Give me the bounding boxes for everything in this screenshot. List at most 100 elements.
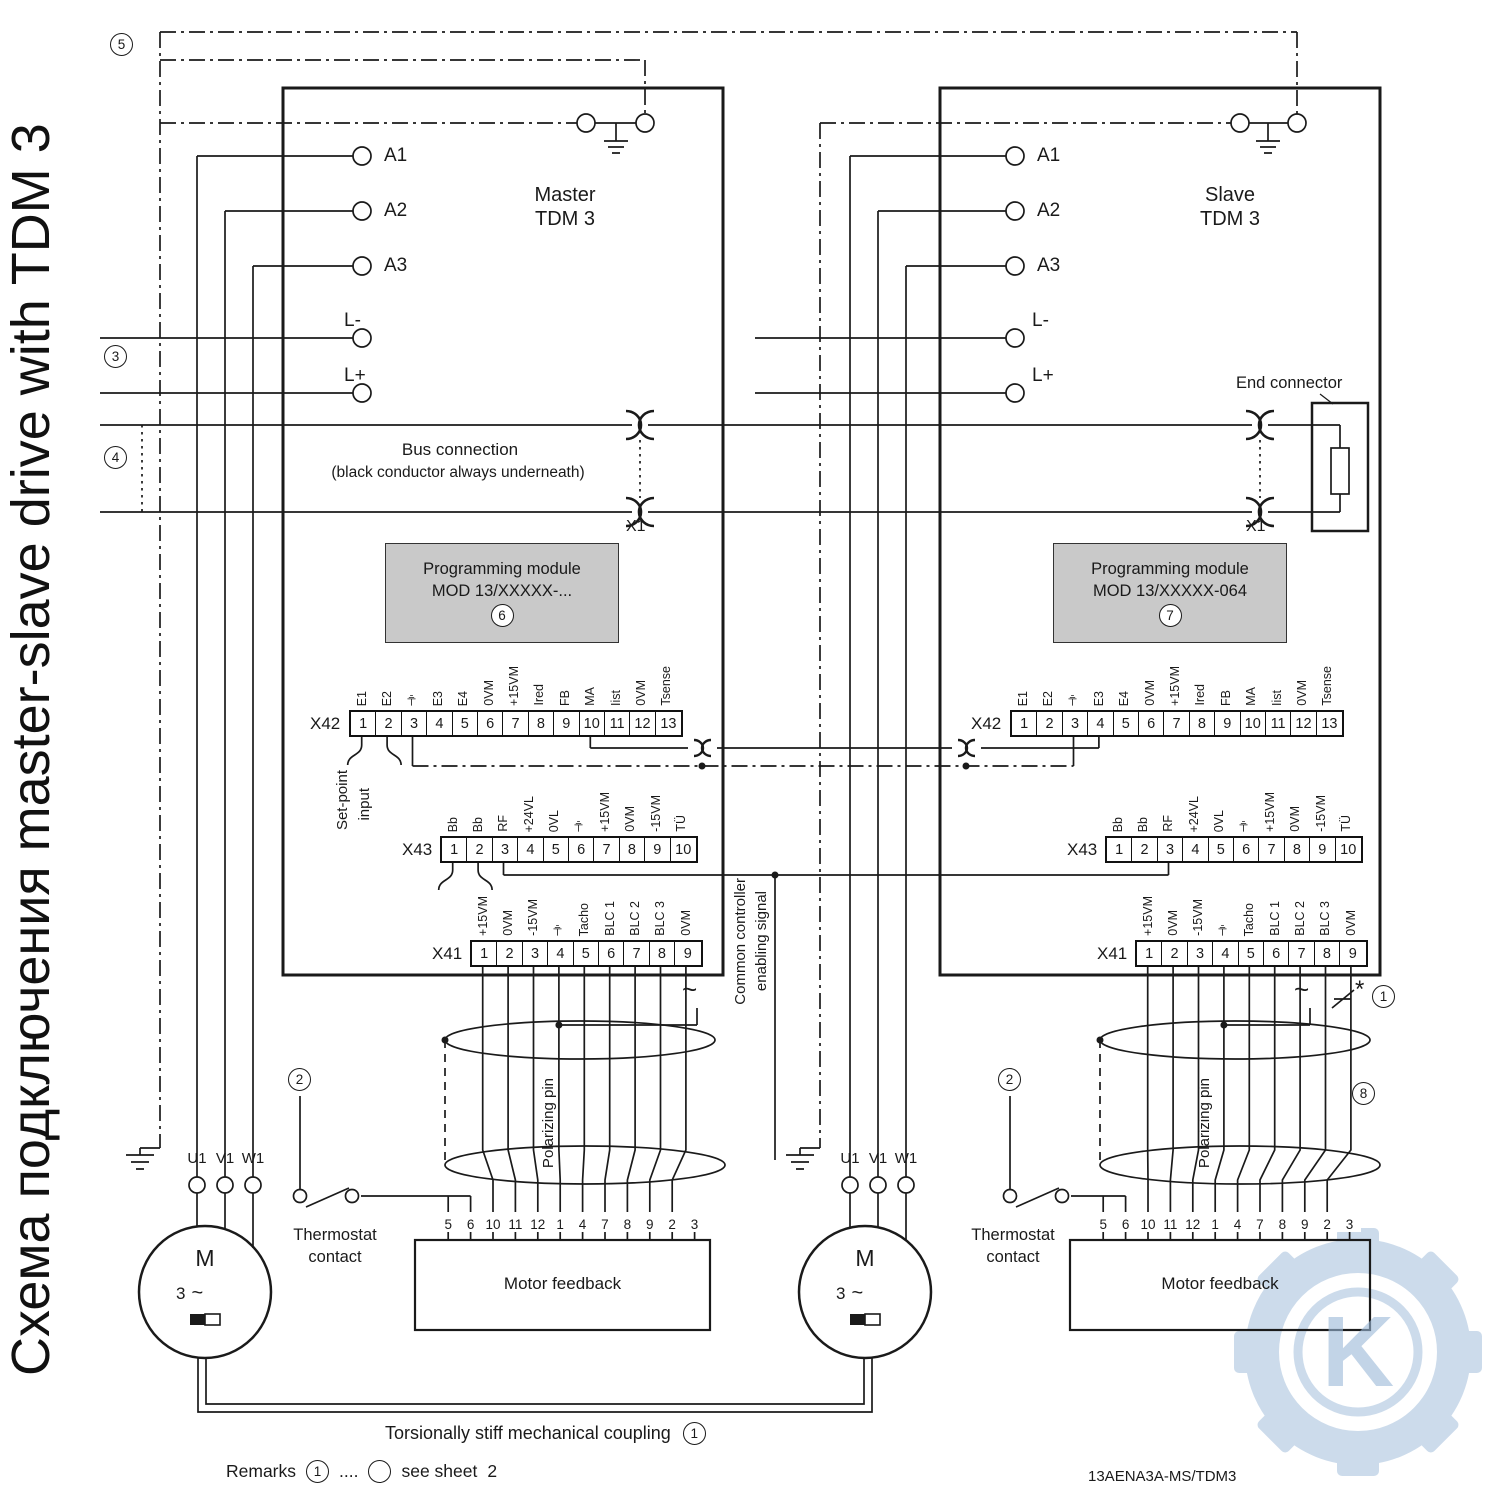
terminal-pin: 1 xyxy=(351,712,377,735)
terminal-pin: 7 xyxy=(594,838,620,861)
terminal-lminus-master: L- xyxy=(344,310,361,331)
motor-phase-master: 3 ~ xyxy=(176,1282,203,1305)
signal-label: Iist xyxy=(1269,690,1284,706)
signal-label: E3 xyxy=(1091,690,1106,706)
common-signal-line1: Common controller xyxy=(732,878,749,1005)
terminal-a2-slave: A2 xyxy=(1037,200,1061,221)
motor-feedback-label-slave: Motor feedback xyxy=(1161,1274,1279,1293)
remarks-see: see sheet xyxy=(401,1461,478,1481)
signal-label: E2 xyxy=(1041,690,1056,706)
terminal-pin: 9 xyxy=(645,838,671,861)
signal-label: 0VM xyxy=(678,910,693,936)
module-line1: Programming module xyxy=(423,559,581,578)
signal-label: BLC 2 xyxy=(1293,901,1308,936)
bus-note-line1: Bus connection xyxy=(401,440,519,459)
terminal-pin: 9 xyxy=(1215,712,1241,735)
thermostat-line2: contact xyxy=(308,1248,362,1266)
feedback-pin: 3 xyxy=(1338,1212,1361,1232)
signal-label: 0VM xyxy=(1288,806,1303,832)
signal-label: BLC 2 xyxy=(628,901,643,936)
signal-label: Bb xyxy=(1136,816,1151,832)
star-marker: * xyxy=(1355,976,1365,1003)
signal-label: ⏚ xyxy=(1066,693,1081,707)
master-model: TDM 3 xyxy=(535,208,595,230)
signal-label: 0VL xyxy=(547,809,562,832)
signal-label: -15VM xyxy=(1313,795,1328,832)
module-line2: MOD 13/XXXXX-064 xyxy=(1092,581,1248,600)
polarizing-pin-master: Polarizing pin xyxy=(540,1078,557,1169)
terminal-a2-master: A2 xyxy=(384,200,408,221)
remarks-ref-1: 1 xyxy=(306,1460,330,1483)
terminal-pin: 8 xyxy=(529,712,555,735)
terminal-pin: 2 xyxy=(1037,712,1063,735)
slave-box xyxy=(938,86,1382,977)
phase-tilde: ~ xyxy=(851,1282,864,1304)
terminal-pin: 5 xyxy=(1239,942,1264,965)
terminal-pin: 7 xyxy=(1289,942,1315,965)
motor-terminal-v1-slave: V1 xyxy=(868,1150,888,1167)
x41-label-master: X41 xyxy=(432,944,463,963)
signal-label: BLC 1 xyxy=(602,901,617,936)
terminal-pin: 8 xyxy=(650,942,676,965)
signal-label: ⏚ xyxy=(405,693,420,707)
ref-7: 7 xyxy=(1158,603,1182,627)
thermostat-label-slave: Thermostat contact xyxy=(948,1224,1078,1268)
terminal-pin: 10 xyxy=(675,841,692,858)
signal-label: Bb xyxy=(445,816,460,832)
terminal-pin: 3 xyxy=(523,942,549,965)
signal-label: 0VM xyxy=(633,680,648,706)
terminal-lplus-slave: L+ xyxy=(1032,365,1054,386)
signal-label: FB xyxy=(557,690,572,706)
signal-label: TÜ xyxy=(1339,815,1354,832)
signal-label: 0VM xyxy=(1166,910,1181,936)
signal-label: FB xyxy=(1218,690,1233,706)
terminal-pin: 8 xyxy=(1285,838,1311,861)
x41-label-slave: X41 xyxy=(1097,944,1128,963)
phase-count: 3 xyxy=(176,1283,186,1303)
motor-symbols xyxy=(204,1313,881,1326)
terminal-pin: 7 xyxy=(1259,838,1285,861)
ref-1-slave: 1 xyxy=(1372,985,1395,1008)
watermark-gear xyxy=(1234,1228,1482,1476)
ref-4: 4 xyxy=(104,446,127,469)
signal-label: 0VM xyxy=(481,680,496,706)
ref-2-master: 2 xyxy=(288,1068,311,1091)
terminal-pin: 2 xyxy=(376,712,402,735)
signal-label: Ired xyxy=(532,684,547,706)
signal-label: -15VM xyxy=(648,795,663,832)
ref-2-slave: 2 xyxy=(998,1068,1021,1091)
motor-feedback-label-master: Motor feedback xyxy=(503,1274,622,1293)
terminal-pin: 10 xyxy=(1340,841,1357,858)
remarks-dots: .... xyxy=(339,1461,359,1481)
dashed-links xyxy=(444,1040,1101,1165)
signal-label: +15VM xyxy=(1263,792,1278,832)
signal-label: ⏚ xyxy=(1238,819,1253,833)
feedback-pin: 8 xyxy=(1271,1212,1294,1232)
terminal-pin: 4 xyxy=(427,712,453,735)
terminal-pin: 1 xyxy=(1107,838,1133,861)
motor-terminal-u1-slave: U1 xyxy=(840,1150,860,1167)
shield-lines xyxy=(159,31,1298,1148)
terminal-pin: 5 xyxy=(574,942,599,965)
terminal-pin: 6 xyxy=(1139,712,1165,735)
terminal-pin: 6 xyxy=(599,942,625,965)
signal-label: 0VM xyxy=(1142,680,1157,706)
phase-count: 3 xyxy=(836,1283,846,1303)
motor-feedback-box-master xyxy=(413,1238,712,1332)
signal-label: +24VL xyxy=(1186,795,1201,833)
terminal-pin: 12 xyxy=(630,712,656,735)
signal-label: -15VM xyxy=(526,899,541,936)
signal-label: TÜ xyxy=(674,815,689,832)
feedback-pin: 4 xyxy=(571,1212,594,1232)
terminal-pin: 10 xyxy=(1241,712,1266,735)
terminating-resistor xyxy=(1330,447,1350,495)
feedback-pin: 11 xyxy=(1159,1212,1182,1232)
coupling-text: Torsionally stiff mechanical coupling xyxy=(385,1423,671,1443)
master-name: Master xyxy=(534,184,596,206)
